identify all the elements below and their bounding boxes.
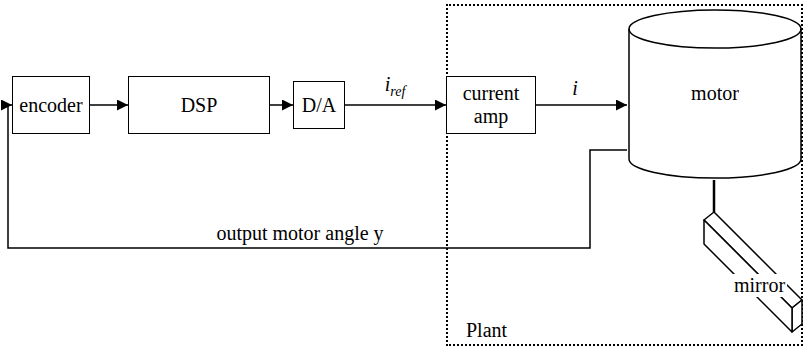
node-label: D/A	[302, 94, 336, 117]
mirror-face	[792, 300, 802, 332]
signal-name: output motor angle y	[214, 222, 385, 245]
signal-arrow	[536, 104, 627, 106]
signal-arrow	[90, 104, 128, 106]
motor-shaft	[713, 180, 716, 212]
signal-name: iref	[383, 73, 408, 100]
symbol-subscript: ref	[390, 84, 405, 99]
motor-cylinder: motor	[627, 8, 803, 180]
plant-region: Plant current amp motor mirror	[446, 4, 803, 346]
cylinder-top	[629, 10, 801, 48]
mirror-slab: mirror	[704, 212, 803, 336]
node-label: DSP	[181, 94, 218, 117]
encoder-box: encoder	[12, 76, 90, 134]
mirror-face	[704, 212, 802, 308]
node-label: mirror	[732, 274, 787, 297]
mirror-face	[704, 220, 792, 332]
amplifier-box: current amp	[446, 76, 536, 134]
converter-box: D/A	[293, 81, 345, 129]
processor-box: DSP	[128, 76, 270, 134]
node-label: current amp	[447, 82, 535, 128]
node-label: encoder	[19, 94, 82, 117]
signal-arrow	[345, 104, 446, 106]
node-label: Plant	[466, 319, 507, 342]
symbol-base: i	[385, 73, 391, 95]
node-label: motor	[627, 82, 803, 105]
signal-name: i	[570, 77, 580, 100]
signal-arrow	[270, 104, 293, 106]
